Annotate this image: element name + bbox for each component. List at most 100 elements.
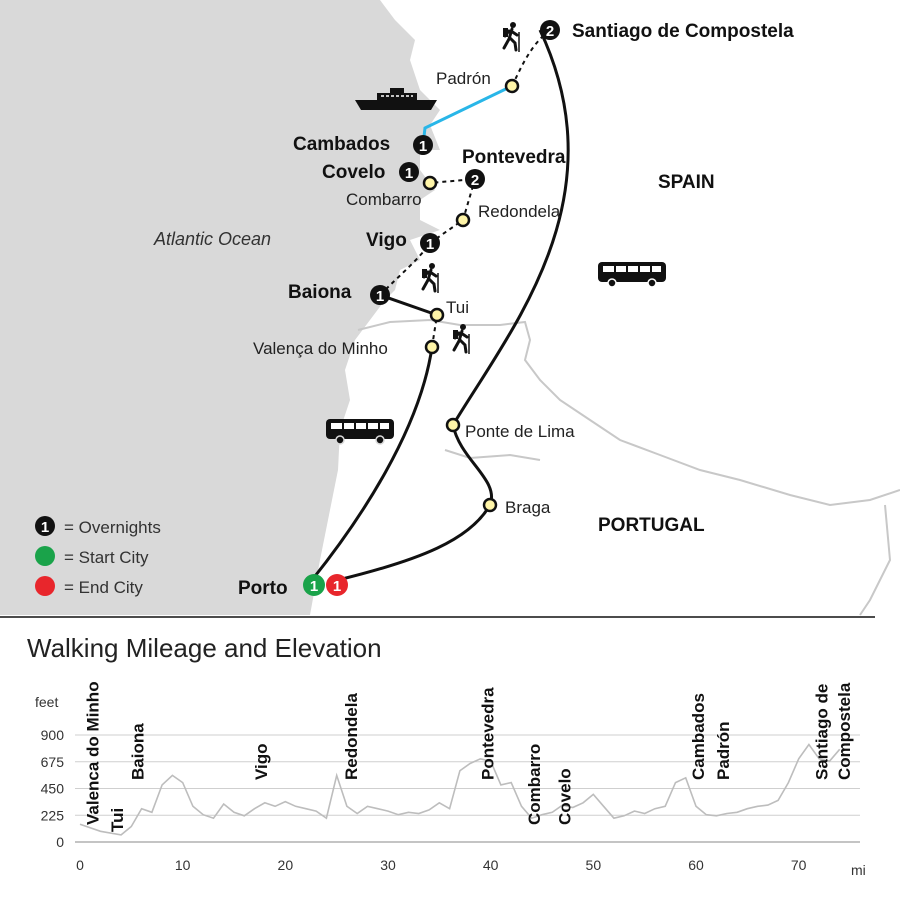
location-label: Pontevedra [479,687,498,780]
location-label: Santiago de [812,684,831,780]
label-covelo: Covelo [322,162,385,183]
location-label: Redondela [342,693,361,780]
x-tick-label: 60 [688,857,704,873]
legend-end-text: = End City [64,578,143,597]
label-atlantic-ocean: Atlantic Ocean [153,229,271,249]
bus-icon [326,419,394,445]
label-padron: Padrón [436,69,491,88]
marker-pontevedra [465,169,485,189]
hiker-icon [452,324,470,354]
elevation-line [79,743,841,836]
y-tick-label: 450 [41,781,65,797]
location-label: Padrón [714,721,733,780]
marker-porto-end-count: 1 [333,578,341,595]
overnight-markers: 2 1 1 2 1 1 1 1 [303,20,560,596]
stop-redondela [455,212,471,228]
marker-covelo [399,162,419,182]
x-tick-label: 20 [278,857,294,873]
legend-start-text: = Start City [64,548,149,567]
label-cambados: Cambados [293,134,390,155]
marker-porto-start [303,574,325,596]
marker-vigo-count: 1 [426,236,434,253]
label-redondela: Redondela [478,202,561,221]
chart-title: Walking Mileage and Elevation [27,633,382,663]
y-axis-label: feet [35,694,58,710]
x-tick-label: 30 [380,857,396,873]
stop-braga [482,497,498,513]
y-tick-label: 0 [56,834,64,850]
x-tick-label: 50 [586,857,602,873]
marker-santiago-count: 2 [546,23,554,40]
portugal-spain-border [357,318,900,507]
border-segment-2 [444,449,541,461]
stop-tui [429,307,445,323]
legend: 1 = Overnights = Start City = End City [35,516,161,597]
stop-ponte-de-lima [445,417,461,433]
stop-combarro [422,175,438,191]
legend-overnights-text: = Overnights [64,518,161,537]
y-tick-label: 225 [41,807,65,823]
label-porto: Porto [238,578,288,599]
label-tui: Tui [446,298,469,317]
map: 2 1 1 2 1 1 1 1 Santiago de Compostela P… [0,0,900,616]
bus-route-west [310,346,434,581]
location-label: Baiona [129,723,148,780]
bus-route-east [337,29,570,582]
legend-end-swatch [35,576,55,596]
legend-start-swatch [35,546,55,566]
label-braga: Braga [505,498,551,517]
marker-baiona-count: 1 [376,288,384,305]
marker-baiona [370,285,390,305]
location-label: Cambados [689,693,708,780]
chart-grid [75,734,860,843]
marker-porto-end [326,574,348,596]
x-tick-label: 10 [175,857,191,873]
hiker-icon [502,22,520,52]
location-label: Covelo [556,768,575,825]
stop-valenca [424,339,440,355]
y-tick-label: 675 [41,754,65,770]
sea-area [0,0,440,615]
x-tick-label: 70 [791,857,807,873]
location-label: Vigo [252,743,271,780]
label-ponte-de-lima: Ponte de Lima [465,422,575,441]
marker-cambados-count: 1 [419,138,427,155]
label-baiona: Baiona [288,282,352,303]
chart-area [79,743,841,836]
label-vigo: Vigo [366,230,407,251]
location-label: Compostela [835,682,854,780]
y-tick-labels: 900 675 450 225 0 [41,727,65,850]
hiker-icon [421,263,439,293]
marker-porto-start-count: 1 [310,578,318,595]
x-tick-labels: 0 10 20 30 40 50 60 70 [76,857,807,873]
marker-pontevedra-count: 2 [471,172,479,189]
bus-icon [598,262,666,288]
label-combarro: Combarro [346,190,422,209]
label-valenca: Valença do Minho [253,339,388,358]
legend-overnights-symbol: 1 [41,519,49,536]
marker-cambados [413,135,433,155]
bus-route-tui-baiona [379,293,438,317]
marker-covelo-count: 1 [405,165,413,182]
boat-route [421,84,513,146]
label-portugal: PORTUGAL [598,515,705,536]
x-tick-label: 0 [76,857,84,873]
location-label: Valenca do Minho [84,681,103,825]
label-santiago: Santiago de Compostela [572,21,794,42]
y-tick-label: 900 [41,727,65,743]
location-label: Combarro [525,744,544,825]
legend-overnights-swatch [35,516,55,536]
elevation-chart: Walking Mileage and Elevation 900 675 450 2… [27,633,866,878]
ferry-icon [355,88,437,110]
label-spain: SPAIN [658,172,715,193]
stops [422,78,520,513]
border-segment [859,504,892,616]
marker-vigo [420,233,440,253]
stop-padron [504,78,520,94]
x-tick-label: 40 [483,857,499,873]
marker-santiago [540,20,560,40]
x-axis-label: mi [851,862,866,878]
label-pontevedra: Pontevedra [462,147,566,168]
